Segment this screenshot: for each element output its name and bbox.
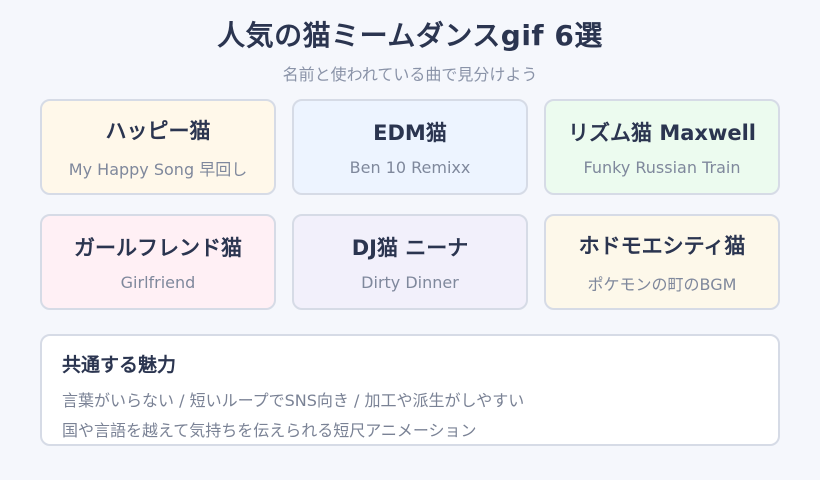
cat-card-name: ガールフレンド猫	[74, 236, 242, 260]
cat-card-maxwell: リズム猫 Maxwell Funky Russian Train	[544, 99, 780, 195]
cat-card-song: Dirty Dinner	[361, 273, 459, 292]
page-subtitle: 名前と使われている曲で見分けよう	[282, 65, 538, 84]
summary-line-1: 言葉がいらない / 短いループでSNS向き / 加工や派生がしやすい	[62, 391, 525, 410]
cat-card-dj-nina: DJ猫 ニーナ Dirty Dinner	[292, 214, 528, 310]
summary-heading: 共通する魅力	[62, 354, 177, 376]
cat-card-name: リズム猫 Maxwell	[568, 121, 756, 145]
cat-card-edm: EDM猫 Ben 10 Remixx	[292, 99, 528, 195]
cat-card-song: ポケモンの町のBGM	[587, 274, 737, 294]
summary-line-2: 国や言語を越えて気持ちを伝えられる短尺アニメーション	[62, 421, 477, 440]
cat-card-song: Funky Russian Train	[583, 158, 741, 177]
cat-card-grid: ハッピー猫 My Happy Song 早回し EDM猫 Ben 10 Remi…	[40, 99, 780, 310]
summary-box: 共通する魅力 言葉がいらない / 短いループでSNS向き / 加工や派生がしやす…	[40, 334, 780, 446]
cat-card-happy: ハッピー猫 My Happy Song 早回し	[40, 99, 276, 195]
cat-card-hodomoe: ホドモエシティ猫 ポケモンの町のBGM	[544, 214, 780, 310]
cat-card-girlfriend: ガールフレンド猫 Girlfriend	[40, 214, 276, 310]
cat-card-name: DJ猫 ニーナ	[351, 236, 469, 260]
cat-card-name: EDM猫	[373, 121, 447, 145]
cat-card-song: Girlfriend	[120, 273, 196, 292]
page-title: 人気の猫ミームダンスgif 6選	[217, 19, 603, 52]
cat-card-song: Ben 10 Remixx	[349, 158, 471, 177]
cat-card-name: ホドモエシティ猫	[578, 233, 746, 258]
cat-card-name: ハッピー猫	[105, 118, 211, 143]
cat-card-song: My Happy Song 早回し	[68, 159, 248, 179]
